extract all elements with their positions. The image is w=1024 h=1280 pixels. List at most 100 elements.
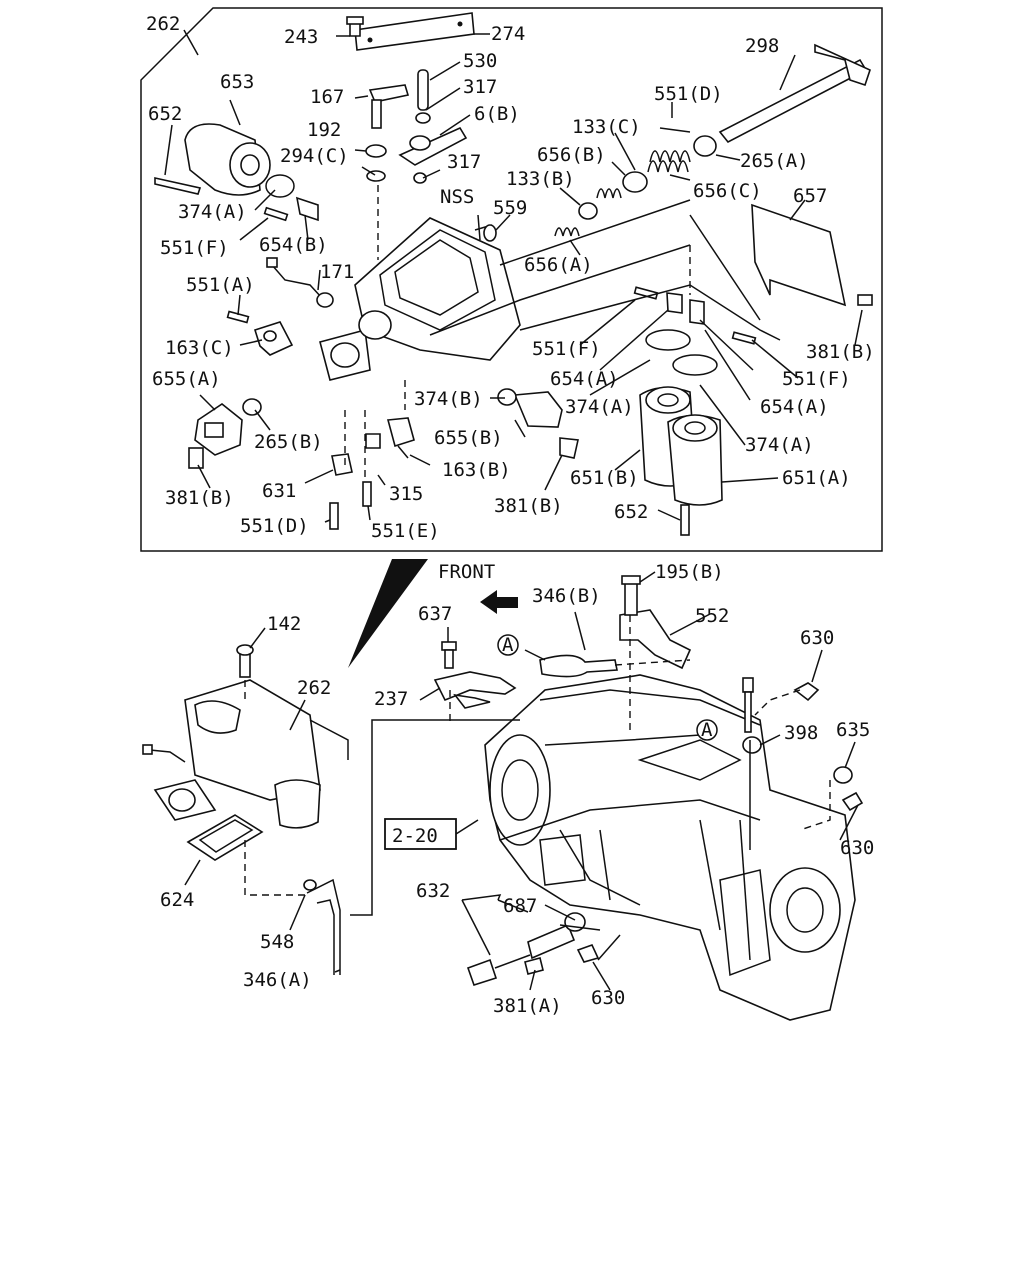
sensor-632 xyxy=(466,912,586,986)
part-label: 381(A) xyxy=(493,995,562,1017)
assembly-lines-upper xyxy=(344,185,781,480)
part-label: 374(B) xyxy=(414,388,483,410)
part-label: 298 xyxy=(745,35,779,57)
part-label: 656(C) xyxy=(693,180,762,202)
part-label: 274 xyxy=(491,23,525,45)
hose-346b xyxy=(539,654,618,678)
part-label: 381(B) xyxy=(494,495,563,517)
part-label: 243 xyxy=(284,26,318,48)
clip-163c xyxy=(253,321,294,356)
part-label: 654(B) xyxy=(259,234,328,256)
part-label: 652 xyxy=(614,501,648,523)
sensor-398 xyxy=(742,677,762,754)
part-label: 632 xyxy=(416,880,450,902)
shift-cover-plate xyxy=(346,12,475,51)
reference-box-label: 2-20 xyxy=(392,825,438,847)
part-label: 133(B) xyxy=(506,168,575,190)
part-label: 651(A) xyxy=(782,467,851,489)
part-label: 551(F) xyxy=(782,368,851,390)
part-label: 656(B) xyxy=(537,144,606,166)
bracket-657 xyxy=(751,203,873,307)
part-label: 687 xyxy=(503,895,537,917)
part-label: 551(F) xyxy=(532,338,601,360)
part-label: 374(A) xyxy=(565,396,634,418)
part-labels: 262 243 274 530 317 653 167 652 192 6(B)… xyxy=(146,13,875,1017)
svg-text:A: A xyxy=(502,634,514,656)
shift-pin-530 xyxy=(415,69,431,124)
lever-167 xyxy=(368,84,410,129)
actuators-651 xyxy=(639,329,723,536)
callout-marker-a-left: A xyxy=(497,634,519,656)
part-label: 6(B) xyxy=(474,103,520,125)
part-label: 315 xyxy=(389,483,423,505)
sensor-171 xyxy=(266,257,334,308)
part-label: 133(C) xyxy=(572,116,641,138)
part-label: 237 xyxy=(374,688,408,710)
part-label: NSS xyxy=(440,186,474,208)
part-label: 142 xyxy=(267,613,301,635)
part-label: 381(B) xyxy=(806,341,875,363)
hose-346a xyxy=(303,878,341,975)
bracket-552 xyxy=(619,575,692,670)
part-label: 163(B) xyxy=(442,459,511,481)
bolt-637 xyxy=(433,641,517,709)
part-label: 265(A) xyxy=(740,150,809,172)
part-label: 167 xyxy=(310,86,344,108)
shift-housing xyxy=(319,217,521,381)
part-label: 654(A) xyxy=(550,368,619,390)
shift-rod-298 xyxy=(659,43,871,157)
part-label: 657 xyxy=(793,185,827,207)
part-label: 652 xyxy=(148,103,182,125)
callout-marker-a-right: A xyxy=(696,719,718,741)
part-label: 635 xyxy=(836,719,870,741)
part-label: 653 xyxy=(220,71,254,93)
pointer-to-detail xyxy=(348,559,428,668)
part-label: 398 xyxy=(784,722,818,744)
solenoid-655a xyxy=(188,398,262,469)
part-label: 548 xyxy=(260,931,294,953)
part-label: 294(C) xyxy=(280,145,349,167)
part-label: 192 xyxy=(307,119,341,141)
part-label: 551(D) xyxy=(240,515,309,537)
part-label: 654(A) xyxy=(760,396,829,418)
part-label: 265(B) xyxy=(254,431,323,453)
springs-656 xyxy=(554,150,691,237)
shift-lever-6b xyxy=(398,126,468,184)
part-label: 630 xyxy=(840,837,874,859)
part-label: 374(A) xyxy=(745,434,814,456)
part-label: 656(A) xyxy=(524,254,593,276)
part-label: 559 xyxy=(493,197,527,219)
transmission-case xyxy=(484,674,856,1021)
part-label: 551(F) xyxy=(160,237,229,259)
actuator-653 xyxy=(154,123,295,198)
leader-lines xyxy=(164,33,863,991)
part-label: 637 xyxy=(418,603,452,625)
part-label: 317 xyxy=(463,76,497,98)
part-label: 655(B) xyxy=(434,427,503,449)
part-label: 262 xyxy=(146,13,180,35)
part-label: 552 xyxy=(695,605,729,627)
misc-small-parts xyxy=(331,417,415,476)
part-label: 551(D) xyxy=(654,83,723,105)
part-label: 631 xyxy=(262,480,296,502)
part-label: 651(B) xyxy=(570,467,639,489)
part-label: 530 xyxy=(463,50,497,72)
detail-frame xyxy=(140,7,883,552)
reference-box: 2-20 xyxy=(384,818,479,850)
part-label: 171 xyxy=(320,261,354,283)
part-label: 630 xyxy=(591,987,625,1009)
part-label: 317 xyxy=(447,151,481,173)
front-arrow-icon xyxy=(480,590,518,614)
part-label: 195(B) xyxy=(655,561,724,583)
plugs-630-635 xyxy=(576,682,864,963)
assembly-lines-lower xyxy=(244,615,831,961)
svg-text:A: A xyxy=(701,719,713,741)
part-label: 346(B) xyxy=(532,585,601,607)
part-label: 655(A) xyxy=(152,368,221,390)
part-label: 630 xyxy=(800,627,834,649)
part-label: 163(C) xyxy=(165,337,234,359)
part-label: 624 xyxy=(160,889,194,911)
part-label: 551(A) xyxy=(186,274,255,296)
front-label: FRONT xyxy=(438,561,495,583)
